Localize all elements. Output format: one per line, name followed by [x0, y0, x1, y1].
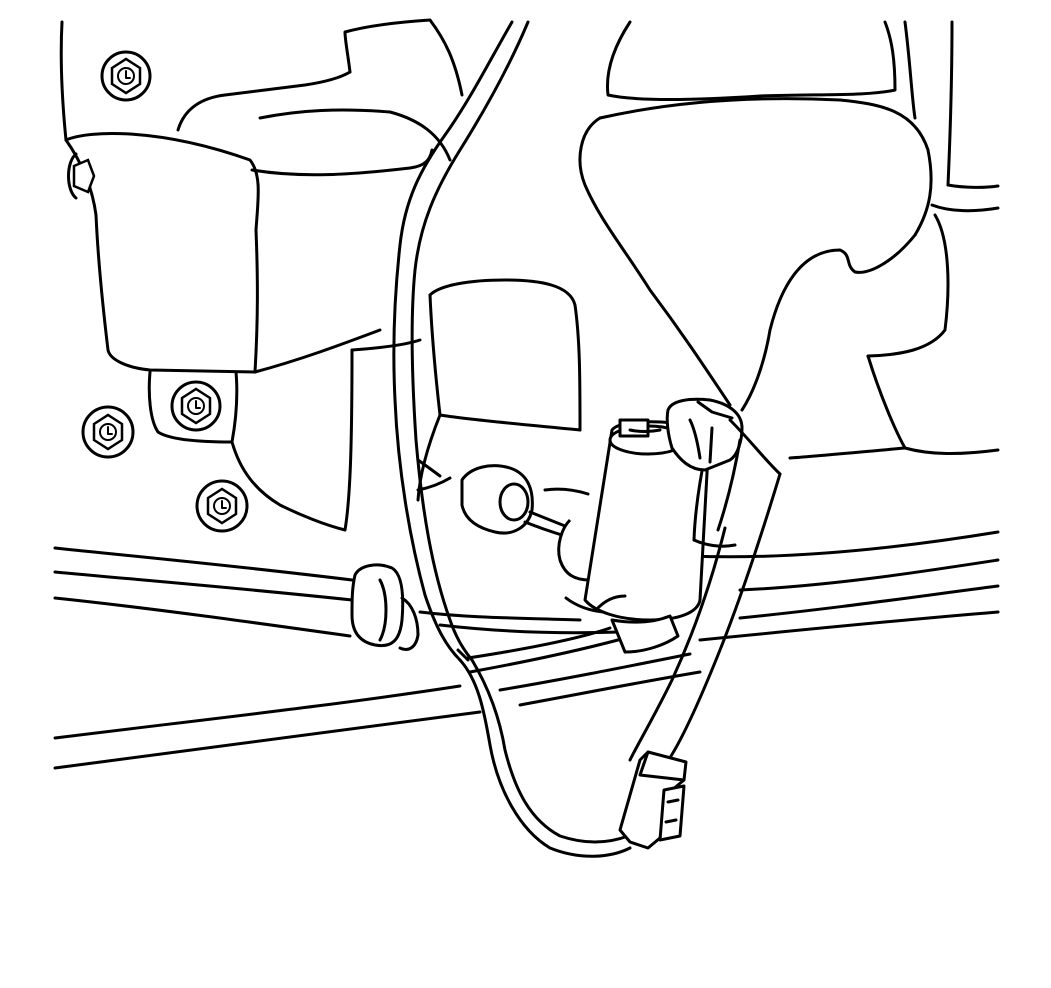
bolt-top-left — [100, 50, 152, 102]
electrical-connector — [618, 750, 688, 850]
bolt-lower — [195, 479, 249, 533]
wiring-harness — [392, 20, 782, 858]
reservoir-recess — [350, 278, 582, 502]
mounting-bolts — [67, 50, 249, 533]
washer-hose — [53, 530, 1000, 770]
washer-fluid-reservoir — [578, 20, 1000, 460]
bolt-center-left — [170, 380, 222, 432]
bolt-left-edge — [67, 152, 96, 200]
bolt-left-middle — [81, 405, 135, 459]
hose-clip — [350, 563, 420, 651]
mounting-grommet — [416, 458, 590, 538]
